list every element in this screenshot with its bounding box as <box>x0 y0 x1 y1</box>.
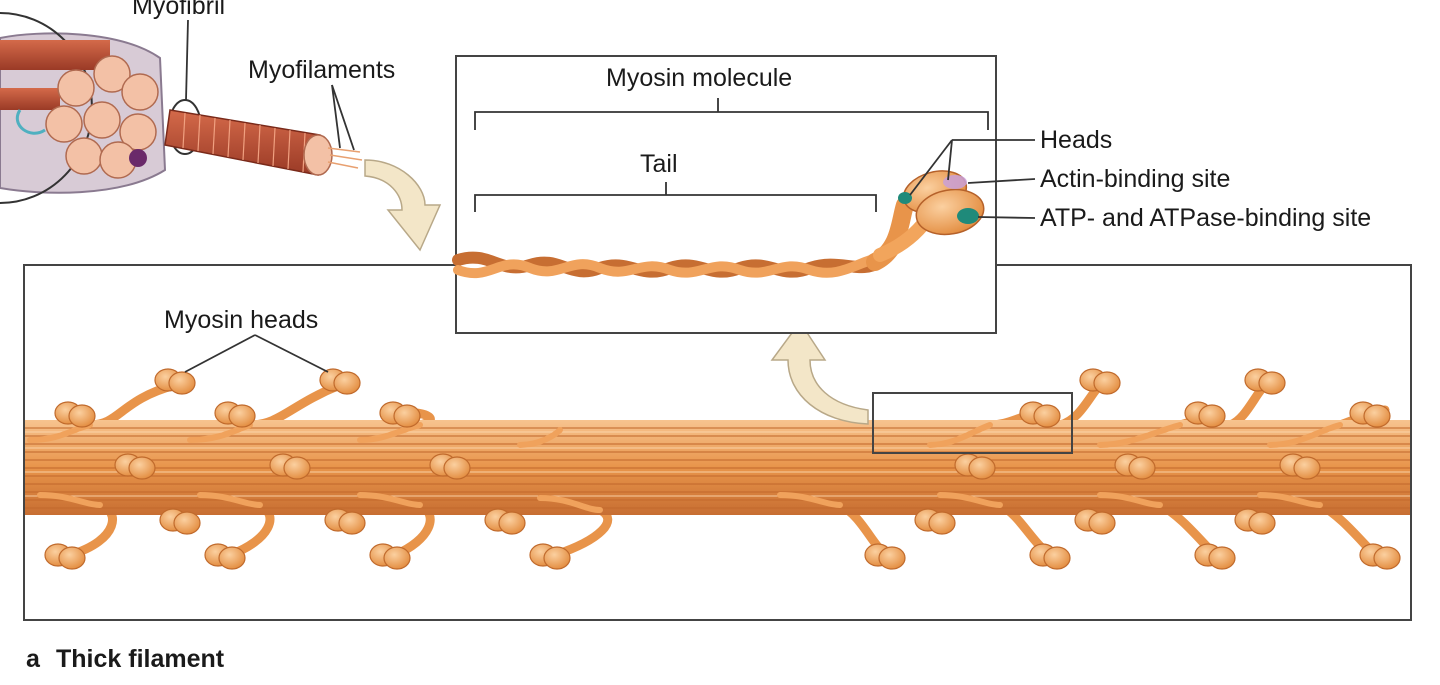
myosin-heads-label: Myosin heads <box>164 306 319 334</box>
thick-filament-shaft <box>25 368 1410 570</box>
figure-caption-letter: a <box>26 645 40 673</box>
myofibril-label: Myofibril <box>132 0 226 20</box>
myosin-molecule-inset <box>452 55 1036 334</box>
curved-arrow-down <box>364 159 442 252</box>
myosin-molecule-label: Myosin molecule <box>606 64 793 92</box>
figure-caption-text: Thick filament <box>56 645 225 673</box>
heads-label: Heads <box>1040 126 1113 154</box>
zoom-selection-box <box>872 392 1073 454</box>
myofibril-bundle <box>0 12 363 204</box>
atp-binding-site-label: ATP- and ATPase-binding site <box>1040 204 1372 232</box>
tail-label: Tail <box>640 150 678 178</box>
curved-arrow-up <box>770 320 869 425</box>
actin-binding-site-label: Actin-binding site <box>1040 165 1231 193</box>
myosin-heads-leader <box>184 334 329 373</box>
myofilaments-label: Myofilaments <box>248 56 396 84</box>
